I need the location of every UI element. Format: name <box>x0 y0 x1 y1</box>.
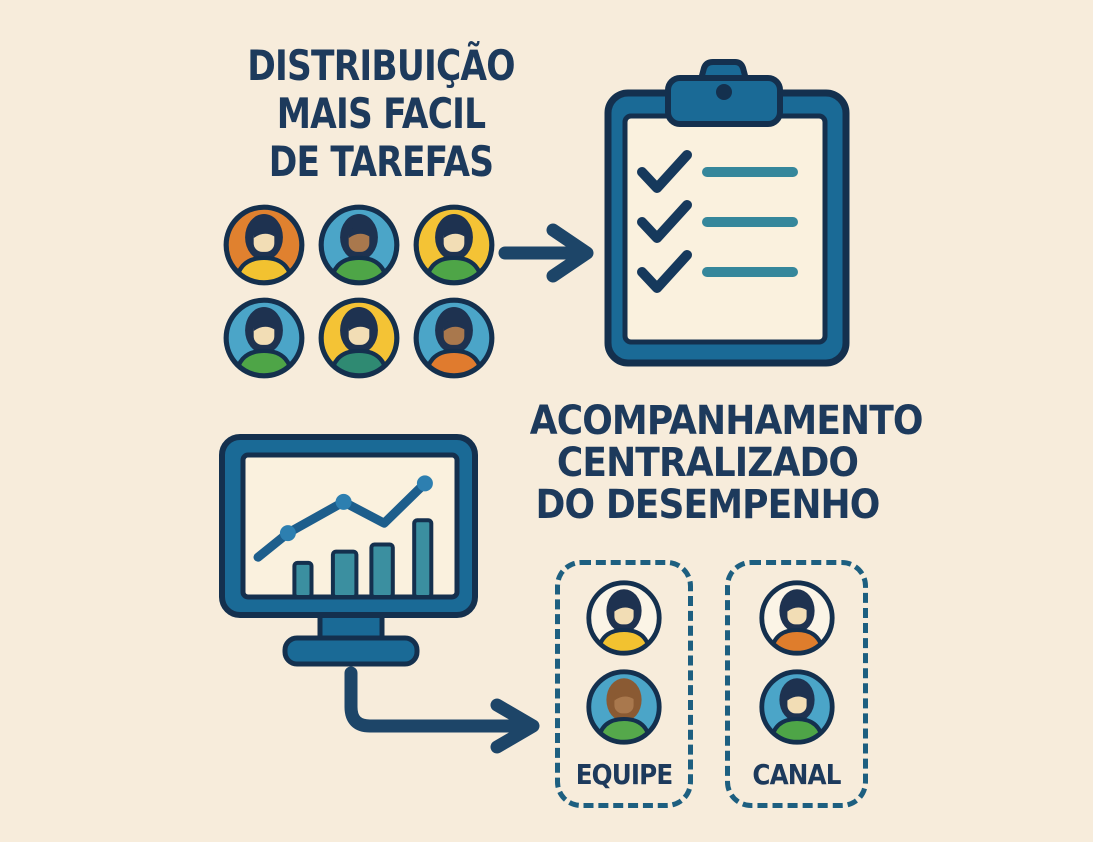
clipboard-clip-hole <box>716 84 732 100</box>
checkmark-icon <box>637 250 692 293</box>
person-avatar-icon <box>413 204 495 286</box>
avatar-fringe <box>348 226 370 239</box>
group-box-canal: CANAL <box>725 560 868 808</box>
avatar-ring <box>223 297 305 379</box>
person-avatar-icon <box>586 580 662 656</box>
chart-bar <box>330 549 359 599</box>
clipboard-icon <box>604 59 850 367</box>
avatar-ring <box>758 580 835 656</box>
avatar-fringe <box>614 689 634 701</box>
equipe-avatars <box>560 578 688 747</box>
chart-dot <box>416 475 433 492</box>
tasks-title-line-1: DISTRIBUIÇÃO <box>247 41 515 90</box>
monitor-icon <box>219 434 478 667</box>
checklist-line <box>702 167 798 177</box>
performance-title-line-2: CENTRALIZADO <box>556 440 859 486</box>
chart-bar <box>412 518 434 599</box>
chart-bar <box>292 560 314 599</box>
avatar-ring <box>413 297 495 379</box>
avatar-ring <box>318 297 400 379</box>
person-avatar-icon <box>758 669 835 745</box>
canal-avatars <box>730 578 863 747</box>
avatar-fringe <box>253 319 275 332</box>
performance-title: ACOMPANHAMENTO CENTRALIZADO DO DESEMPENH… <box>529 398 924 528</box>
person-avatar-icon <box>586 669 662 745</box>
canal-label: CANAL <box>752 758 841 791</box>
avatar-ring <box>413 204 495 286</box>
arrow-bent-icon <box>344 666 540 754</box>
checklist <box>637 150 798 293</box>
arrow-bent-shape <box>344 666 540 754</box>
chart-bar <box>369 542 395 599</box>
avatar-ring <box>586 669 662 745</box>
equipe-label: EQUIPE <box>575 758 673 791</box>
avatar-ring <box>586 580 662 656</box>
avatar-fringe <box>253 226 275 239</box>
arrow-right-icon <box>498 223 594 283</box>
avatar-fringe <box>614 600 634 612</box>
checkmark-icon <box>637 150 692 193</box>
avatar-fringe <box>443 226 465 239</box>
chart-dot <box>335 493 352 510</box>
tasks-title: DISTRIBUIÇÃO MAIS FACIL DE TAREFAS <box>224 42 537 186</box>
tasks-title-line-2: MAIS FACIL <box>276 89 486 138</box>
avatar-ring <box>223 204 305 286</box>
checklist-line <box>702 267 798 277</box>
team-avatars-grid <box>221 202 497 381</box>
avatar-ring <box>758 669 835 745</box>
person-avatar-icon <box>223 204 305 286</box>
avatar-fringe <box>348 319 370 332</box>
arrow-right-shape <box>498 223 594 283</box>
performance-title-line-3: DO DESEMPENHO <box>535 482 881 528</box>
monitor-base <box>282 635 420 667</box>
checklist-line <box>702 217 798 227</box>
person-avatar-icon <box>318 297 400 379</box>
avatar-ring <box>318 204 400 286</box>
monitor-trend-chart <box>253 475 434 599</box>
avatar-fringe <box>443 319 465 332</box>
tasks-title-line-3: DE TAREFAS <box>268 137 494 186</box>
clipboard-clip <box>665 75 783 127</box>
person-avatar-icon <box>758 580 835 656</box>
avatar-fringe <box>786 689 807 701</box>
performance-title-line-1: ACOMPANHAMENTO <box>529 398 924 444</box>
chart-dot <box>279 525 296 542</box>
person-avatar-icon <box>318 204 400 286</box>
checkmark-icon <box>637 200 692 243</box>
person-avatar-icon <box>223 297 305 379</box>
person-avatar-icon <box>413 297 495 379</box>
avatar-fringe <box>786 600 807 612</box>
group-box-equipe: EQUIPE <box>555 560 693 808</box>
